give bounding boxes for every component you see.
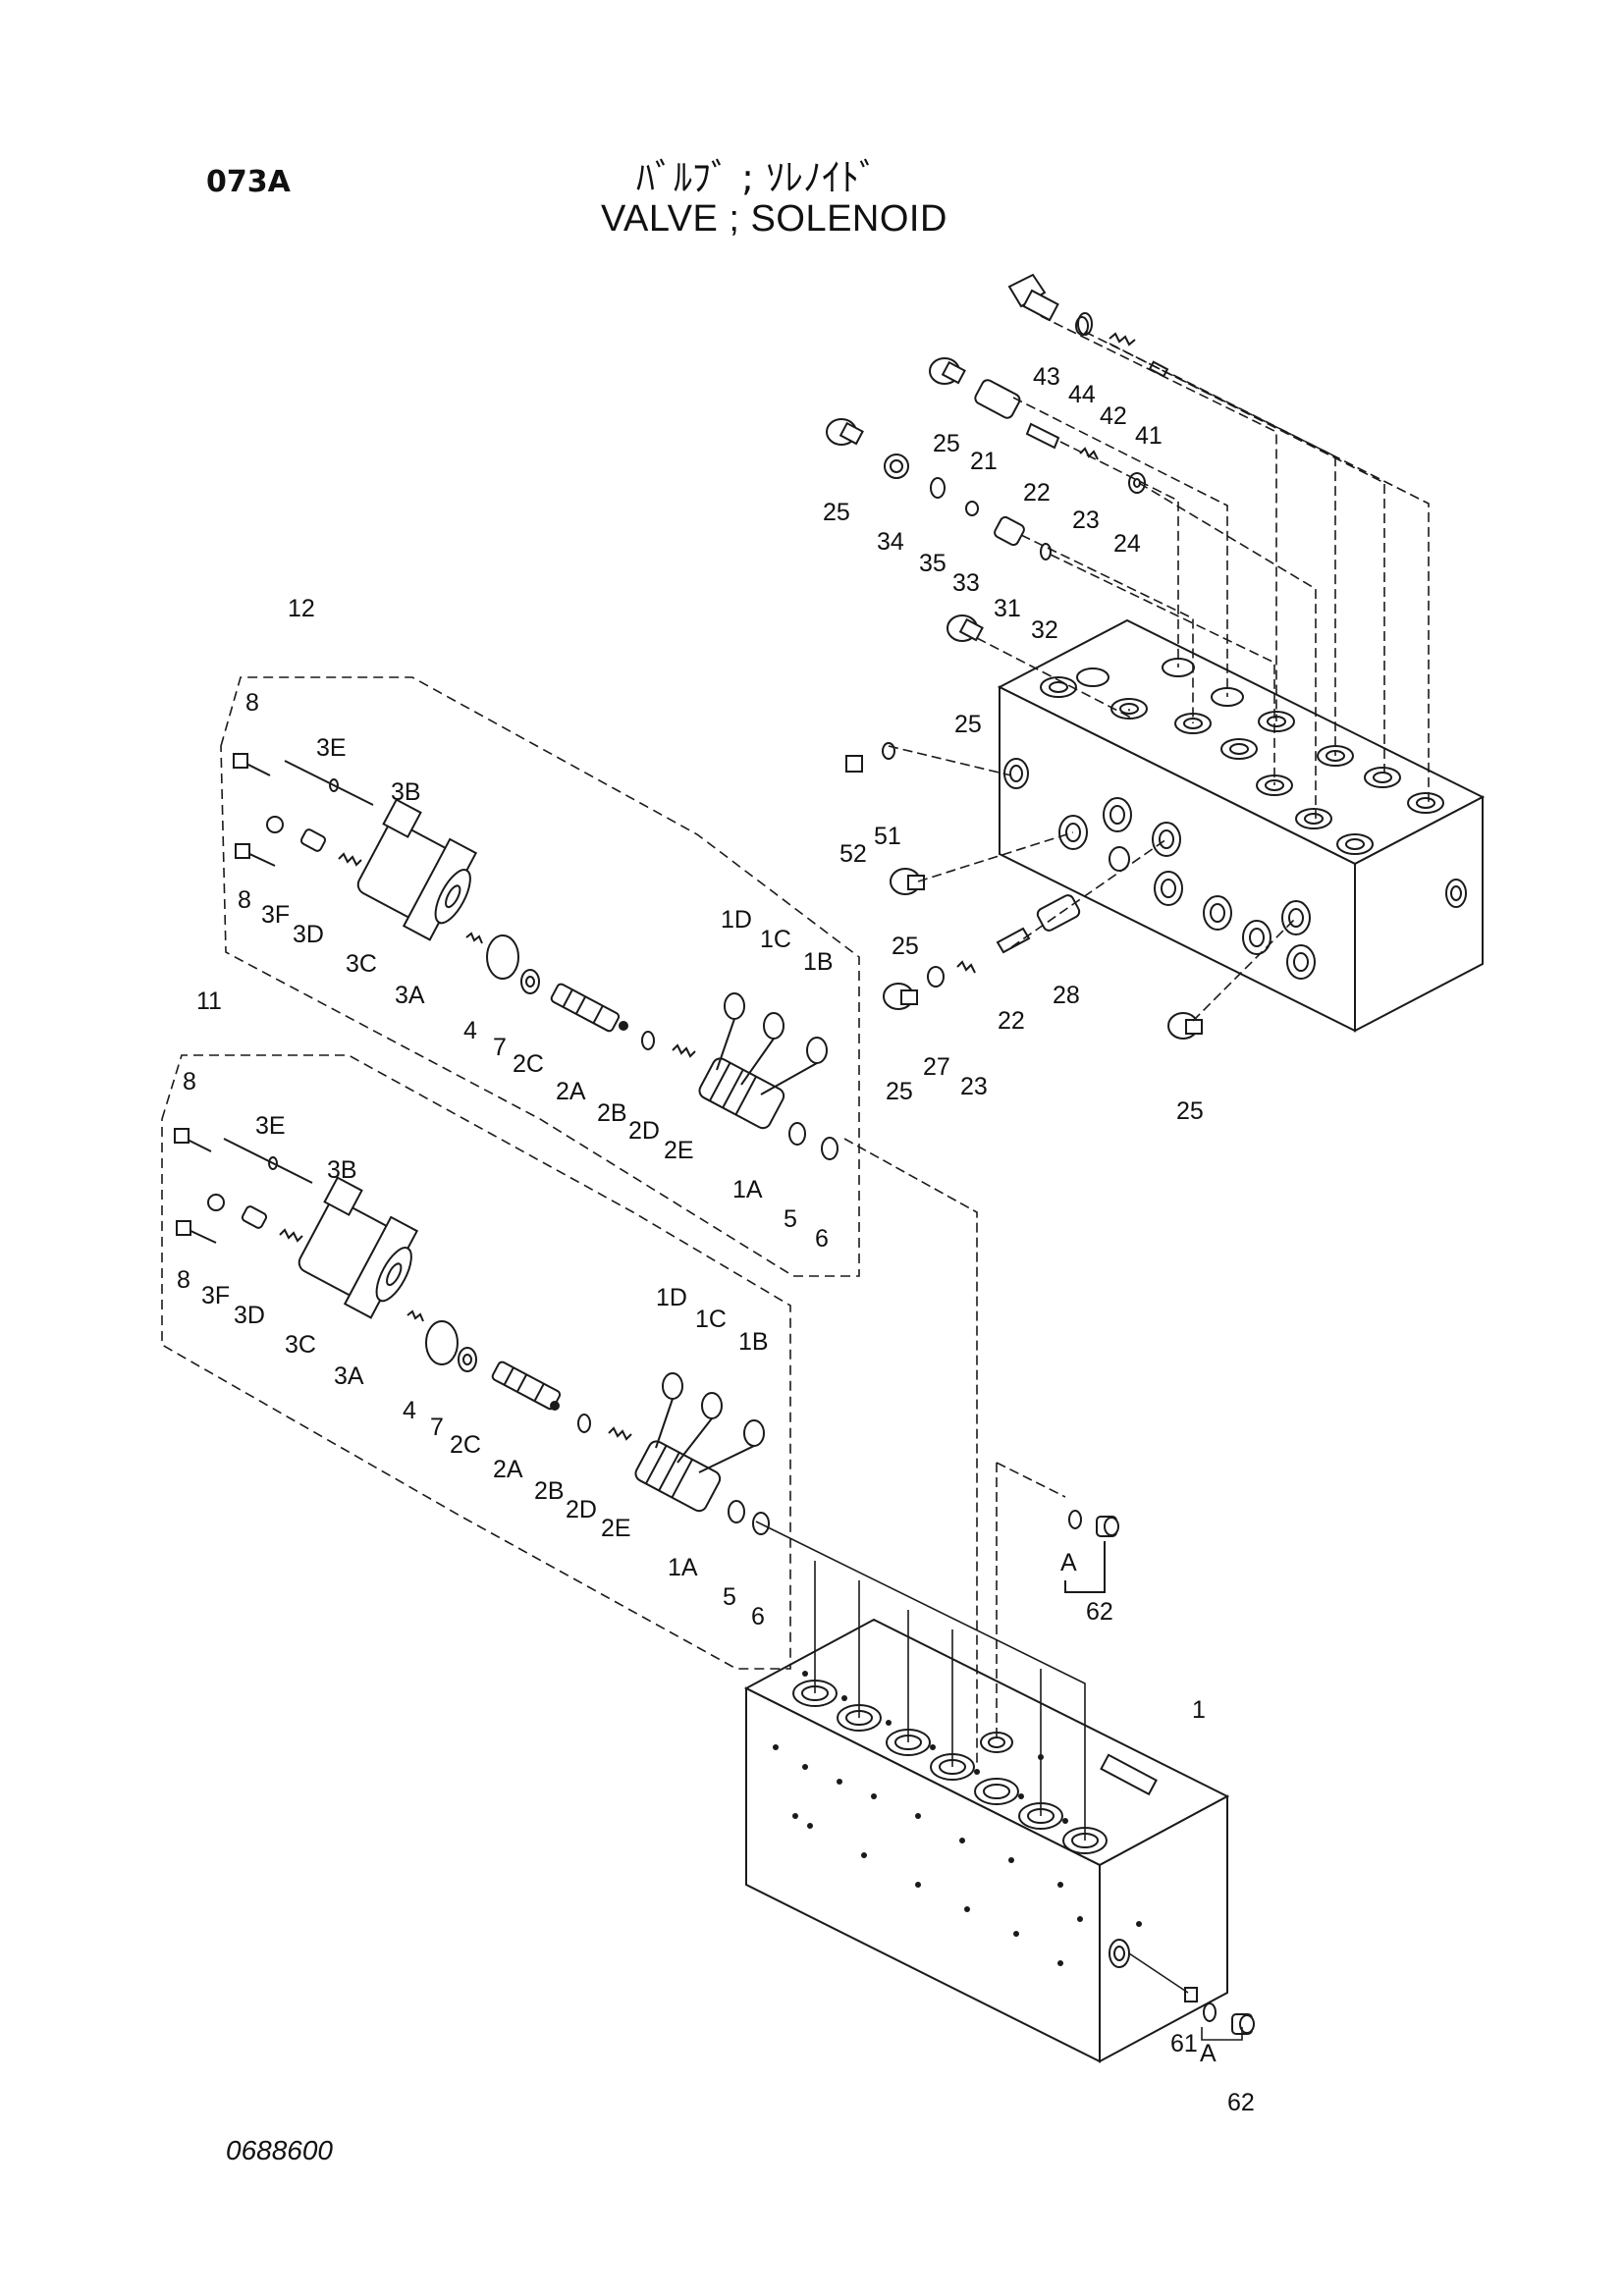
callout-label: 3A	[395, 982, 425, 1009]
callout-label: 33	[952, 569, 980, 597]
callout-label: 2E	[601, 1515, 631, 1542]
callout-label: 1A	[668, 1554, 698, 1581]
callout-label: 2D	[628, 1117, 660, 1145]
callout-label: 28	[1053, 982, 1080, 1009]
callout-label: 3C	[346, 950, 377, 978]
callout-label: 62	[1227, 2089, 1255, 2116]
callout-label: 25	[892, 933, 919, 960]
lower-leader-lines	[755, 1138, 1243, 2041]
callout-label: 3B	[391, 778, 421, 806]
callout-label: 8	[245, 689, 259, 717]
callout-label: 8	[177, 1266, 190, 1294]
callout-label: 22	[1023, 479, 1051, 507]
callout-label: 42	[1100, 402, 1127, 430]
lower-valve-block	[743, 1618, 1230, 2063]
callout-label: A	[1200, 2040, 1217, 2067]
callout-label: 8	[183, 1068, 196, 1095]
callout-label: 22	[998, 1007, 1025, 1035]
callout-label: 4	[403, 1397, 416, 1424]
upper-valve-block	[997, 618, 1486, 1033]
callout-label: 7	[493, 1034, 507, 1061]
callout-label: 25	[933, 430, 960, 457]
callout-label: 1B	[738, 1328, 769, 1356]
callout-label: A	[1060, 1549, 1077, 1576]
callout-label: 11	[196, 988, 222, 1015]
title-english: VALVE ; SOLENOID	[601, 198, 947, 240]
upper-leader-lines	[888, 315, 1430, 1022]
callout-label: 6	[751, 1603, 765, 1630]
subassembly-11	[161, 1054, 791, 1670]
callout-label: 2B	[597, 1099, 627, 1127]
callout-label: 3B	[327, 1156, 357, 1184]
bracket-line	[1064, 1541, 1106, 1593]
callout-label: 32	[1031, 616, 1058, 644]
callout-label: 2C	[513, 1050, 544, 1078]
callout-label: 1D	[721, 906, 752, 934]
callout-label: 25	[886, 1078, 913, 1105]
callout-label: 1C	[695, 1306, 727, 1333]
callout-label: 41	[1135, 422, 1163, 450]
callout-label: 2A	[556, 1078, 586, 1105]
callout-label: 8	[238, 886, 251, 914]
drawing-reference: 0688600	[226, 2135, 334, 2165]
callout-label: 62	[1086, 1598, 1113, 1626]
callout-label: 25	[954, 711, 982, 738]
callout-label: 51	[874, 823, 901, 850]
page-code: 073A	[206, 165, 291, 199]
callout-label: 6	[815, 1225, 829, 1253]
title-japanese: ﾊﾞﾙﾌﾞ ; ｿﾚﾉｲﾄﾞ	[636, 156, 878, 199]
callout-label: 25	[823, 499, 850, 526]
callout-label: 61	[1170, 2030, 1198, 2057]
callout-label: 2C	[450, 1431, 481, 1459]
callout-label: 3D	[293, 921, 324, 948]
callout-label: 52	[839, 840, 867, 868]
callout-label: 1D	[656, 1284, 687, 1311]
callout-label: 34	[877, 528, 904, 556]
callout-label: 43	[1033, 363, 1060, 391]
callout-label: 4	[463, 1017, 477, 1044]
callout-label: 1A	[732, 1176, 763, 1203]
lower-plugs	[1068, 1510, 1255, 2035]
callout-label: 2D	[566, 1496, 597, 1523]
subassembly-12	[220, 676, 860, 1277]
callout-label: 27	[923, 1053, 950, 1081]
callout-label: 3F	[261, 901, 290, 929]
callout-label: 2B	[534, 1477, 565, 1505]
callout-label: 3A	[334, 1362, 364, 1390]
callout-label: 3F	[201, 1282, 230, 1309]
callout-label: 3D	[234, 1302, 265, 1329]
callout-label: 21	[970, 448, 998, 475]
callout-label: 3E	[316, 734, 347, 762]
upper-small-parts	[826, 273, 1203, 1040]
callout-label: 44	[1068, 381, 1096, 408]
callout-label: 5	[723, 1583, 736, 1611]
callout-label: 2A	[493, 1456, 523, 1483]
callout-label: 12	[288, 595, 315, 622]
callout-label: 1C	[760, 926, 791, 953]
callout-label: 23	[960, 1073, 988, 1100]
callout-label: 2E	[664, 1137, 694, 1164]
callout-labels: 43 44 42 41 25 21 22 23 24 25 34 35 33 3…	[177, 363, 1255, 2116]
callout-label: 1	[1192, 1696, 1206, 1724]
callout-label: 1B	[803, 948, 834, 976]
callout-label: 31	[994, 595, 1021, 622]
callout-label: 3C	[285, 1331, 316, 1359]
callout-label: 23	[1072, 507, 1100, 534]
callout-label: 24	[1113, 530, 1141, 558]
callout-label: 3E	[255, 1112, 286, 1140]
callout-label: 35	[919, 550, 947, 577]
callout-label: 7	[430, 1414, 444, 1441]
callout-label: 5	[784, 1205, 797, 1233]
callout-label: 25	[1176, 1097, 1204, 1125]
